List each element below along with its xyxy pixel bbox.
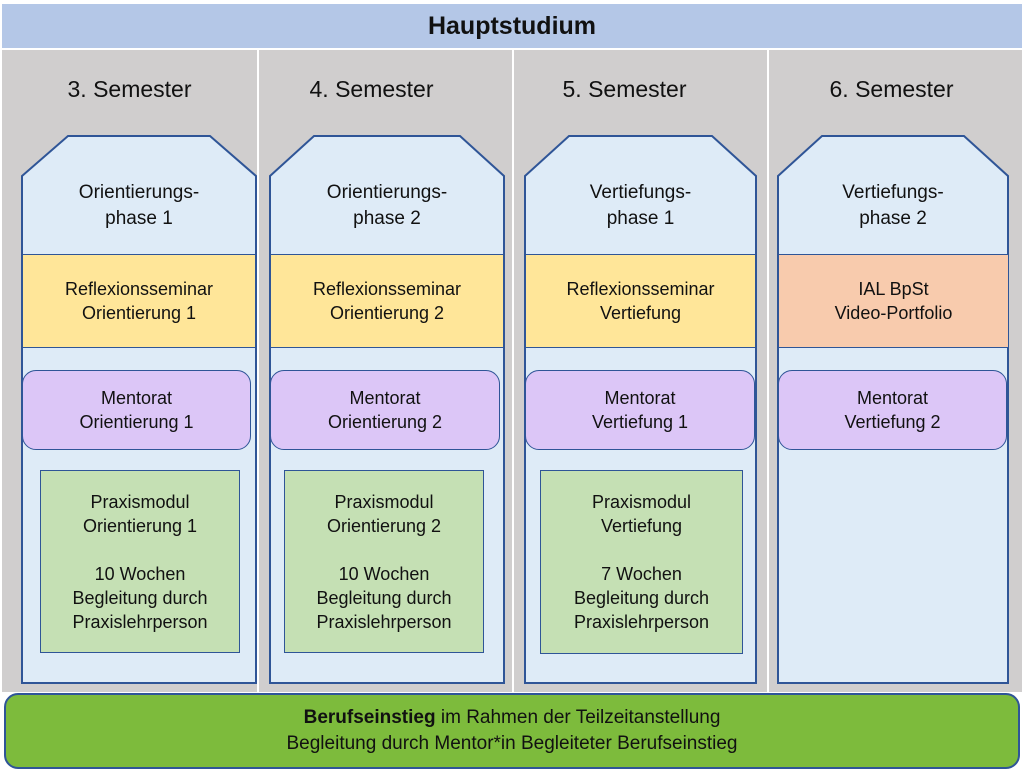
semester-title-5: 5. Semester bbox=[562, 76, 687, 102]
box-line: Orientierung 1 bbox=[79, 412, 194, 432]
phase-line: phase 2 bbox=[353, 208, 421, 229]
box-line: Praxislehrperson bbox=[573, 612, 710, 632]
box-line: Vertiefung 2 bbox=[844, 412, 941, 432]
box-line: Praxismodul bbox=[591, 492, 692, 512]
box-line: Reflexionsseminar bbox=[566, 279, 715, 299]
box-line: 7 Wochen bbox=[601, 564, 682, 584]
phase-label-1: Orientierungs-phase 1 bbox=[22, 176, 256, 236]
semester-title-3: 3. Semester bbox=[67, 76, 192, 102]
phase-line: Vertiefungs- bbox=[842, 182, 944, 203]
box-line: Begleitung durch bbox=[316, 587, 452, 608]
box-line: Orientierung 2 bbox=[327, 412, 443, 432]
box-line: Begleitung durch bbox=[72, 587, 208, 608]
box-line: Praxismodul bbox=[90, 491, 190, 512]
box-line: Reflexionsseminar bbox=[312, 279, 462, 299]
mentorat-box-2: Mentorat Orientierung 2 bbox=[270, 370, 500, 450]
praxis-box-1: Praxismodul Orientierung 1 10 Wochen Beg… bbox=[40, 470, 240, 653]
box-line: Mentorat bbox=[604, 388, 676, 408]
semester-title-4: 4. Semester bbox=[309, 76, 434, 102]
praxis-box-3: Praxismodul Vertiefung 7 Wochen Begleitu… bbox=[540, 470, 743, 654]
phase-line: phase 2 bbox=[859, 208, 927, 229]
ial-box: IAL BpSt Video-Portfolio bbox=[778, 254, 1009, 348]
footer-line-2: Begleitung durch Mentor*in Begleiteter B… bbox=[286, 733, 738, 754]
mentorat-box-3: Mentorat Vertiefung 1 bbox=[525, 370, 755, 450]
box-line: IAL BpSt bbox=[858, 279, 929, 299]
box-line: 10 Wochen bbox=[94, 563, 186, 584]
box-line: Vertiefung 1 bbox=[591, 412, 689, 432]
box-line: Praxismodul bbox=[334, 491, 434, 512]
box-line: Reflexionsseminar bbox=[64, 279, 214, 299]
phase-line: Orientierungs- bbox=[78, 182, 200, 203]
box-line: Begleitung durch bbox=[573, 588, 710, 608]
mentorat-box-4: Mentorat Vertiefung 2 bbox=[778, 370, 1007, 450]
box-line: Praxislehrperson bbox=[72, 611, 208, 632]
box-line: Orientierung 1 bbox=[81, 303, 197, 323]
praxis-box-2: Praxismodul Orientierung 2 10 Wochen Beg… bbox=[284, 470, 484, 653]
box-line: 10 Wochen bbox=[338, 563, 430, 584]
box-line: Orientierung 2 bbox=[329, 303, 445, 323]
phase-label-3: Vertiefungs-phase 1 bbox=[525, 176, 756, 236]
box-line: Vertiefung bbox=[599, 303, 682, 323]
page-title: Hauptstudium bbox=[427, 11, 597, 40]
phase-label-4: Vertiefungs-phase 2 bbox=[778, 176, 1008, 236]
box-line: Orientierung 2 bbox=[326, 515, 442, 536]
phase-line: phase 1 bbox=[606, 208, 675, 229]
box-line: Video-Portfolio bbox=[834, 303, 953, 323]
mentorat-box-1: Mentorat Orientierung 1 bbox=[22, 370, 251, 450]
phase-line: Vertiefungs- bbox=[589, 182, 692, 203]
footer-line-1: Berufseinstieg im Rahmen der Teilzeitans… bbox=[304, 705, 721, 731]
box-line: Mentorat bbox=[349, 388, 421, 408]
footer-bold: Berufseinstieg bbox=[303, 707, 436, 728]
reflexion-box-2: Reflexionsseminar Orientierung 2 bbox=[270, 254, 504, 348]
footer-rest: im Rahmen der Teilzeitanstellung bbox=[435, 707, 721, 728]
phase-label-2: Orientierungs-phase 2 bbox=[270, 176, 504, 236]
header-bar: Hauptstudium bbox=[2, 4, 1022, 50]
reflexion-box-3: Reflexionsseminar Vertiefung bbox=[525, 254, 756, 348]
berufseinstieg-banner: Berufseinstieg im Rahmen der Teilzeitans… bbox=[4, 693, 1020, 769]
phase-line: phase 1 bbox=[105, 208, 173, 229]
reflexion-box-1: Reflexionsseminar Orientierung 1 bbox=[22, 254, 256, 348]
box-line: Praxislehrperson bbox=[316, 611, 452, 632]
semester-title-6: 6. Semester bbox=[829, 76, 954, 102]
box-line: Orientierung 1 bbox=[82, 515, 198, 536]
phase-line: Orientierungs- bbox=[326, 182, 448, 203]
box-line: Mentorat bbox=[100, 388, 173, 408]
box-line: Mentorat bbox=[856, 388, 929, 408]
box-line: Vertiefung bbox=[600, 516, 683, 536]
